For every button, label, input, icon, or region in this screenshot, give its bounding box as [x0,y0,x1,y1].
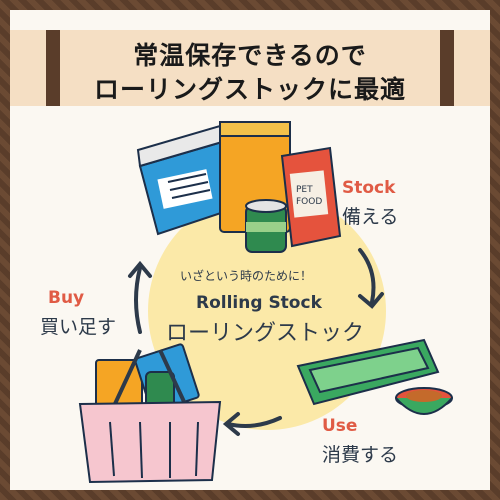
title-line-2: ローリングストックに最適 [93,75,406,104]
title-line-1: 常温保存できるので [133,41,367,70]
content-panel: 常温保存できるので ローリングストックに最適 [10,10,490,490]
arrow-icon [128,260,152,334]
title-band-cap-right [440,30,454,106]
title-band-cap-left [46,30,60,106]
use-label-jp: 消費する [322,444,399,466]
tagline: いざという時のために！ [180,269,313,283]
food-bowl-icon [395,387,453,415]
pet-food-label-2: FOOD [296,197,322,207]
stock-label-jp: 備える [342,206,399,228]
stock-label-en: Stock [342,178,396,198]
can-icon [245,199,287,253]
pet-food-label-1: PET [296,185,313,195]
use-label-en: Use [322,416,358,436]
basket-icon [78,343,222,484]
center-title-en: Rolling Stock [196,293,322,313]
pet-food-bag-icon: PET FOOD [280,146,342,248]
arrow-icon [358,248,384,309]
title-band: 常温保存できるので ローリングストックに最適 [10,30,490,106]
buy-label-en: Buy [48,288,85,308]
litter-tray-icon [296,338,440,406]
buy-label-jp: 買い足す [40,316,117,338]
illustration: PET FOOD [78,121,453,484]
center-title-jp: ローリングストック [166,321,365,346]
arrow-icon [222,412,282,436]
